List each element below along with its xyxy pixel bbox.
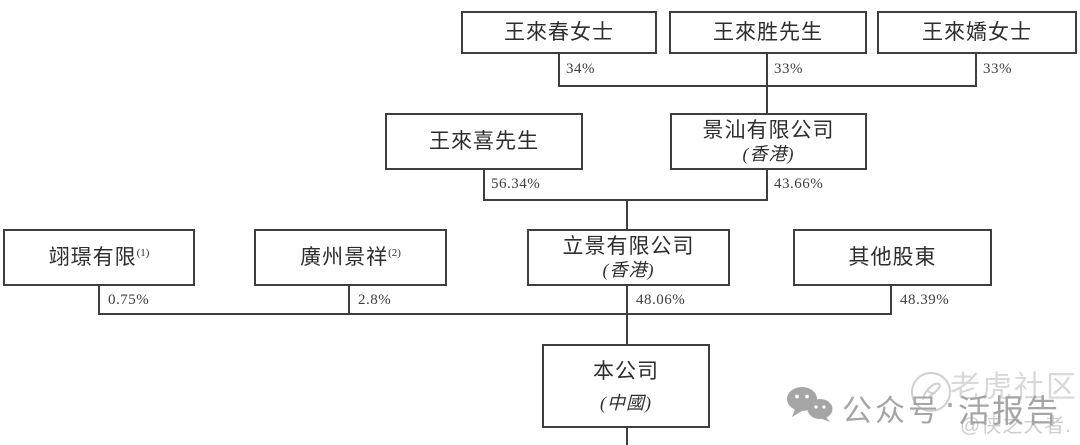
node-label: 王來喜先生	[429, 129, 539, 154]
connector-line	[558, 54, 560, 85]
node-jingshan-ltd: 景汕有限公司 (香港)	[670, 113, 867, 170]
node-yijing-ltd: 翊璟有限(1)	[3, 229, 195, 286]
node-wang-lai-sheng: 王來胜先生	[669, 11, 867, 54]
node-label: 其他股東	[848, 245, 937, 270]
ownership-label: 56.34%	[491, 176, 541, 192]
connector-line	[483, 170, 485, 199]
node-lijing-ltd: 立景有限公司 (香港)	[527, 229, 730, 286]
node-wang-lai-xi: 王來喜先生	[385, 113, 583, 170]
connector-line	[626, 286, 628, 344]
node-guangzhou-jingxiang: 廣州景祥(2)	[254, 229, 447, 286]
connector-line	[766, 170, 768, 199]
node-label: 王來胜先生	[713, 20, 823, 45]
node-other-shareholders: 其他股東	[793, 229, 992, 286]
ownership-label: 34%	[566, 61, 595, 77]
connector-line	[766, 85, 768, 113]
watermark-community: 老虎社区	[950, 371, 1078, 404]
ownership-label: 2.8%	[358, 292, 392, 308]
node-label: 王來嬌女士	[922, 20, 1032, 45]
connector-line	[483, 199, 768, 201]
watermark-separator: ·	[944, 382, 956, 423]
connector-line	[890, 286, 892, 313]
tiger-avatar-icon	[911, 372, 951, 412]
ownership-label: 33%	[983, 61, 1012, 77]
footnote-marker: (1)	[136, 247, 150, 260]
connector-line	[98, 286, 100, 313]
node-jurisdiction: (中國)	[600, 392, 652, 413]
node-label: 廣州景祥(2)	[300, 245, 401, 269]
connector-line	[98, 313, 892, 315]
node-wang-lai-chun: 王來春女士	[461, 11, 657, 54]
node-label: 翊璟有限(1)	[49, 245, 150, 269]
connector-line	[766, 54, 768, 85]
connector-line	[348, 286, 350, 313]
connector-line	[626, 199, 628, 229]
watermark-author: @侠之大者.	[960, 415, 1072, 437]
ownership-label: 33%	[774, 61, 803, 77]
connector-line	[626, 428, 628, 445]
connector-line	[975, 54, 977, 85]
node-jurisdiction: (香港)	[742, 144, 795, 165]
node-label-text: 廣州景祥	[300, 245, 389, 270]
wechat-icon	[787, 387, 833, 422]
node-label: 王來春女士	[504, 20, 614, 45]
node-label: 本公司	[593, 358, 659, 383]
node-label-text: 翊璟有限	[48, 245, 137, 270]
watermark-account-name: 活报告	[958, 393, 1061, 429]
ownership-label: 43.66%	[774, 176, 824, 192]
node-label: 景汕有限公司	[702, 118, 835, 143]
node-jurisdiction: (香港)	[602, 260, 655, 281]
node-the-company: 本公司 (中國)	[542, 344, 710, 428]
ownership-label: 48.06%	[636, 292, 686, 308]
footnote-marker: (2)	[388, 247, 401, 260]
ownership-label: 48.39%	[900, 292, 950, 308]
node-wang-lai-jiao: 王來嬌女士	[877, 11, 1077, 54]
node-label: 立景有限公司	[562, 234, 695, 259]
watermark-account-prefix: 公众号	[842, 395, 941, 428]
ownership-label: 0.75%	[108, 292, 150, 308]
